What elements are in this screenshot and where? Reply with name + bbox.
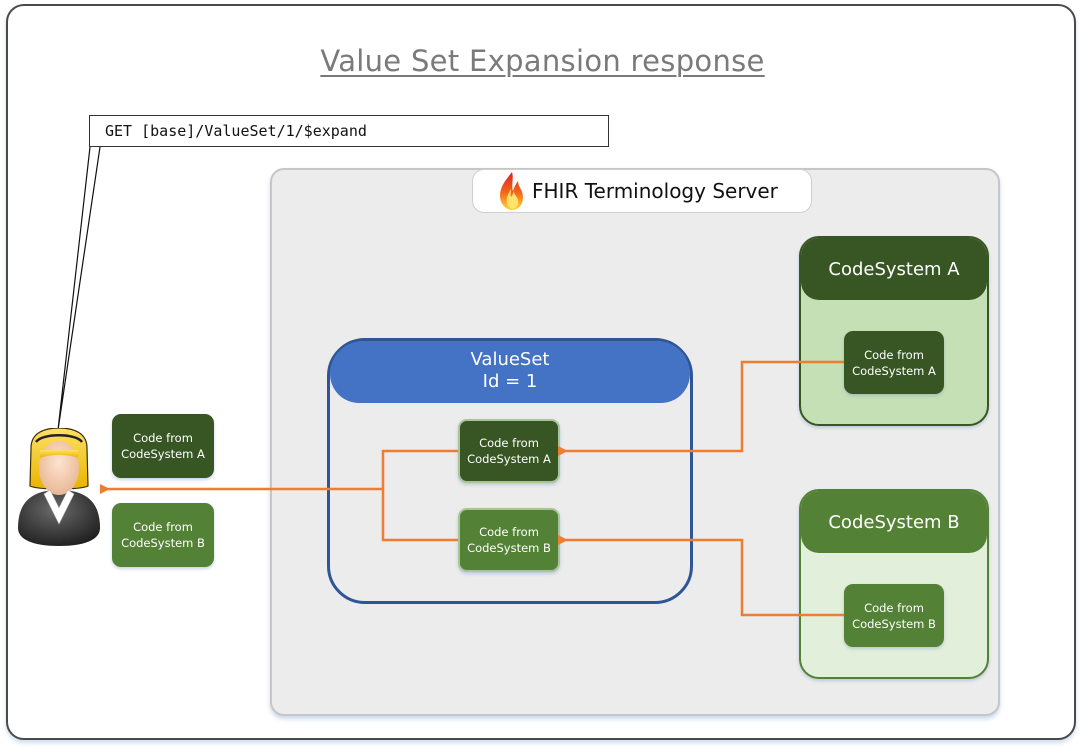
server-label: FHIR Terminology Server bbox=[472, 169, 812, 213]
code-label: Code from bbox=[864, 347, 924, 362]
valueset-title: ValueSet bbox=[470, 349, 550, 370]
code-source: CodeSystem B bbox=[121, 536, 205, 550]
code-label: Code from bbox=[133, 520, 193, 534]
code-source: CodeSystem A bbox=[852, 363, 936, 378]
codesystem-a: CodeSystem A bbox=[799, 236, 989, 426]
server-label-text: FHIR Terminology Server bbox=[532, 179, 778, 203]
code-label: Code from bbox=[864, 600, 924, 615]
code-label: Code from bbox=[479, 525, 539, 539]
code-source: CodeSystem A bbox=[121, 447, 205, 461]
valueset-header: ValueSet Id = 1 bbox=[330, 341, 690, 403]
code-source: CodeSystem B bbox=[467, 541, 551, 555]
valueset-code-b: Code from CodeSystem B bbox=[458, 508, 560, 572]
fhir-flame-icon bbox=[500, 172, 523, 210]
valueset-id: Id = 1 bbox=[482, 371, 538, 392]
codesystem-a-code: Code from CodeSystem A bbox=[844, 331, 944, 394]
request-callout: GET [base]/ValueSet/1/$expand bbox=[89, 115, 609, 147]
code-label: Code from bbox=[133, 431, 193, 445]
codesystem-b-title: CodeSystem B bbox=[801, 491, 987, 553]
client-code-b: Code from CodeSystem B bbox=[112, 503, 214, 567]
codesystem-b-code: Code from CodeSystem B bbox=[844, 584, 944, 647]
valueset-code-a: Code from CodeSystem A bbox=[458, 419, 560, 483]
user-icon bbox=[18, 428, 100, 546]
code-source: CodeSystem B bbox=[852, 616, 936, 631]
code-label: Code from bbox=[479, 436, 539, 450]
valueset-container bbox=[327, 338, 693, 604]
client-code-a: Code from CodeSystem A bbox=[112, 414, 214, 478]
codesystem-a-title: CodeSystem A bbox=[801, 238, 987, 300]
code-source: CodeSystem A bbox=[467, 452, 551, 466]
diagram-title: Value Set Expansion response bbox=[320, 44, 765, 78]
